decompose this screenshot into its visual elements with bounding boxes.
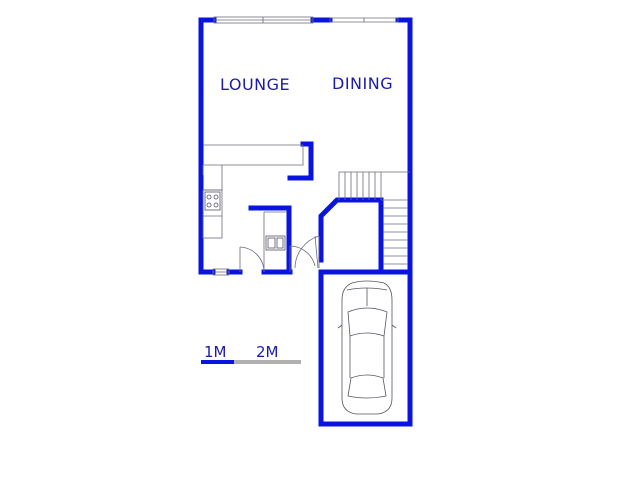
scale-bar: 1M 2M [201, 343, 301, 364]
stove-icon [204, 191, 221, 211]
car-icon [337, 280, 397, 415]
room-label-dining: DINING [332, 74, 393, 93]
sliding-door [329, 17, 399, 23]
outer-walls [198, 17, 413, 427]
kitchen-door [289, 235, 319, 272]
kitchen-counter [202, 144, 304, 239]
room-label-lounge: LOUNGE [220, 75, 290, 94]
scale-label-2m: 2M [256, 343, 279, 361]
scale-label-1m: 1M [204, 343, 227, 361]
garage-door [294, 235, 320, 269]
staircase [338, 171, 410, 265]
sink-icon [265, 235, 286, 251]
front-door [239, 246, 265, 273]
entrance-window [212, 268, 230, 276]
interior-walls [248, 141, 384, 275]
top-window [213, 16, 314, 24]
utility-counter [263, 211, 287, 272]
